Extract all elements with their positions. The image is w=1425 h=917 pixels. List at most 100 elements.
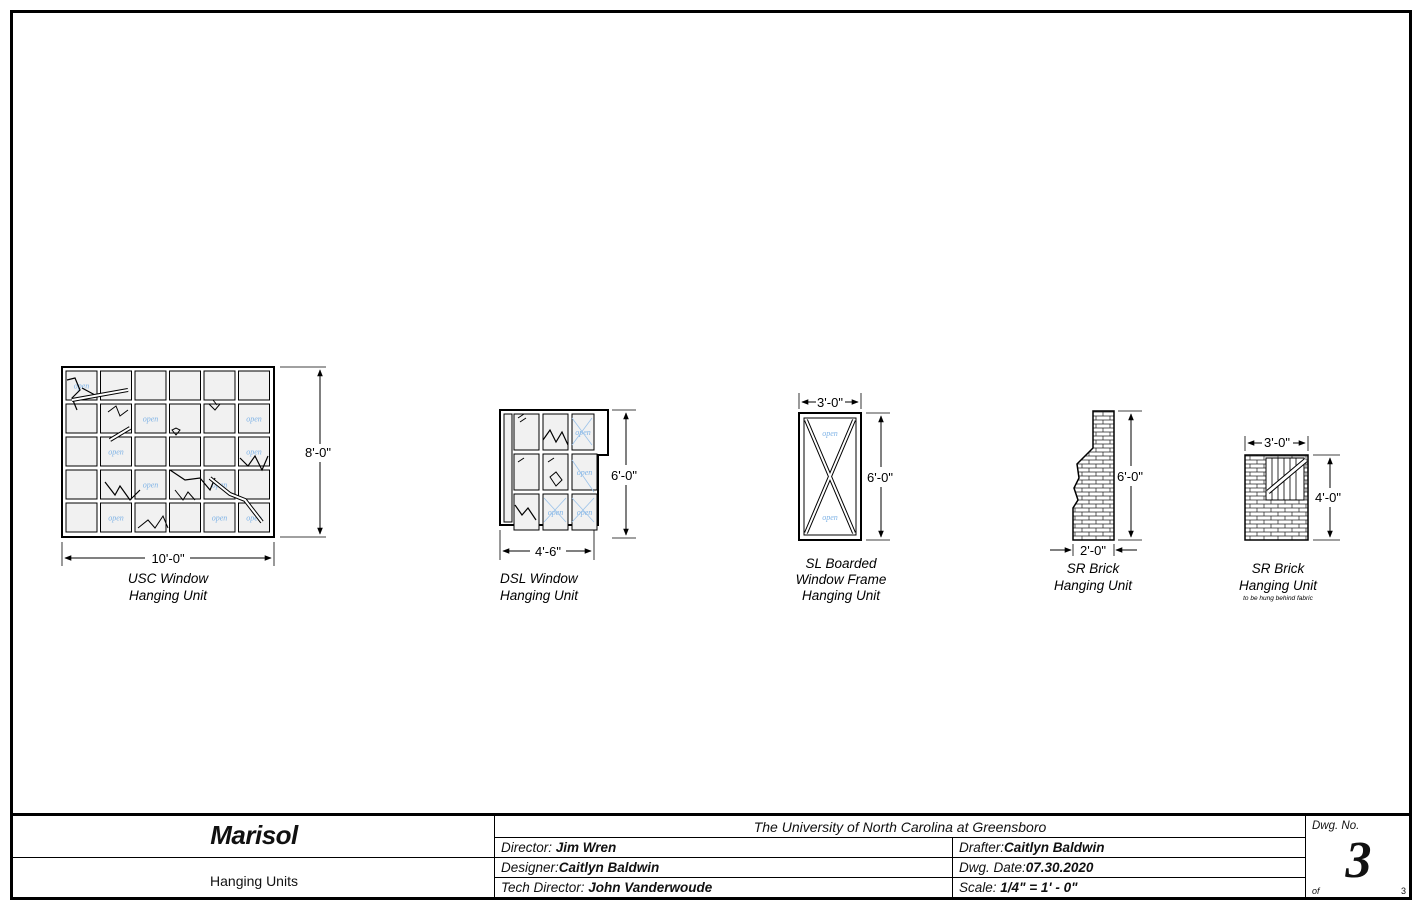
window-pane xyxy=(542,413,569,451)
window-pane xyxy=(169,370,201,401)
window-pane xyxy=(203,370,236,401)
title-divider xyxy=(13,857,495,858)
sl-frame-open-top: open xyxy=(822,429,838,438)
sr-brick-narrow-unit xyxy=(1050,410,1142,556)
sl-frame-label-line2: Window Frame xyxy=(796,572,887,587)
institution-name: The University of North Carolina at Gree… xyxy=(753,819,1047,835)
usc-window-label-line1: USC Window xyxy=(128,571,209,586)
window-pane xyxy=(134,469,167,500)
window-pane xyxy=(134,403,167,434)
window-pane xyxy=(503,413,513,523)
window-pane xyxy=(169,502,201,533)
sr-brick-narrow-width-dim: 2'-0" xyxy=(1080,543,1106,558)
credits-row-3: Tech Director: John Vanderwoude Scale: 1… xyxy=(495,877,1305,898)
tech-director-value: John Vanderwoude xyxy=(588,880,713,895)
director-value: Jim Wren xyxy=(555,840,617,855)
drafter-label: Drafter: xyxy=(959,840,1005,855)
title-block-credits: The University of North Carolina at Gree… xyxy=(495,816,1305,898)
drawing-number: 3 xyxy=(1345,832,1372,889)
sr-brick-wide-height-dim: 4'-0" xyxy=(1315,490,1341,505)
designer-cell: Designer:Caitlyn Baldwin xyxy=(495,858,952,878)
date-label: Dwg. Date: xyxy=(959,860,1026,875)
pane-open-label: open xyxy=(108,448,124,457)
drawing-sheet-border xyxy=(10,10,1412,900)
tech-director-cell: Tech Director: John Vanderwoude xyxy=(495,878,952,898)
date-value: 07.30.2020 xyxy=(1025,860,1094,875)
sl-frame-width-dim: 3'-0" xyxy=(817,395,843,410)
window-pane xyxy=(134,370,167,401)
show-title: Marisol xyxy=(210,820,298,850)
drafter-value: Caitlyn Baldwin xyxy=(1004,840,1105,855)
date-cell: Dwg. Date:07.30.2020 xyxy=(952,858,1305,878)
dsl-window-width-dim: 4'-6" xyxy=(535,544,561,559)
usc-window-label-line2: Hanging Unit xyxy=(129,588,208,603)
total-drawings: 3 xyxy=(1400,886,1406,896)
window-pane xyxy=(65,436,98,467)
pane-open-label: open xyxy=(246,448,262,457)
window-pane xyxy=(203,436,236,467)
window-pane xyxy=(203,403,236,434)
usc-window-width-dim: 10'-0" xyxy=(151,551,185,566)
sl-frame-label-line1: SL Boarded xyxy=(805,556,877,571)
window-pane xyxy=(238,502,270,533)
drafter-cell: Drafter:Caitlyn Baldwin xyxy=(952,838,1305,858)
window-pane xyxy=(100,502,132,533)
sl-boarded-frame-unit xyxy=(798,393,890,541)
sl-frame-height-dim: 6'-0" xyxy=(867,470,893,485)
window-pane xyxy=(134,502,167,533)
window-pane xyxy=(238,403,270,434)
drawing-number-box: Dwg. No. 3 of 3 xyxy=(1305,816,1410,898)
sr-brick-wide-width-dim: 3'-0" xyxy=(1264,435,1290,450)
title-block-show-section: Marisol Hanging Units xyxy=(13,816,495,898)
sr-brick-wide-label-line2: Hanging Unit xyxy=(1239,578,1318,593)
designer-value: Caitlyn Baldwin xyxy=(558,860,660,875)
window-pane xyxy=(65,403,98,434)
pane-open-label: open xyxy=(108,514,124,523)
of-label: of xyxy=(1312,886,1320,896)
credits-row-2: Designer:Caitlyn Baldwin Dwg. Date:07.30… xyxy=(495,857,1305,878)
designer-label: Designer: xyxy=(501,860,559,875)
sheet-title: Hanging Units xyxy=(210,873,298,889)
tech-director-label: Tech Director: xyxy=(501,880,585,895)
window-pane xyxy=(238,370,270,401)
window-pane xyxy=(169,469,201,500)
sr-brick-narrow-label-line2: Hanging Unit xyxy=(1054,578,1133,593)
pane-open-label: open xyxy=(143,481,159,490)
window-pane xyxy=(134,436,167,467)
drawing-number-label: Dwg. No. xyxy=(1312,820,1360,832)
sr-brick-narrow-label-line1: SR Brick xyxy=(1067,561,1121,576)
window-pane xyxy=(169,436,201,467)
pane-open-label: open xyxy=(74,382,90,391)
dsl-window-height-dim: 6'-0" xyxy=(611,468,637,483)
usc-window-height-dim: 8'-0" xyxy=(305,445,331,460)
scale-value: 1/4" = 1' - 0" xyxy=(1000,880,1078,895)
window-pane xyxy=(513,413,540,451)
window-pane xyxy=(513,453,540,491)
sr-brick-narrow-height-dim: 6'-0" xyxy=(1117,469,1143,484)
pane-open-label: open xyxy=(212,514,228,523)
dsl-window-label-line1: DSL Window xyxy=(500,571,579,586)
pane-open-label: open xyxy=(143,415,159,424)
dsl-window-label-line2: Hanging Unit xyxy=(500,588,579,603)
window-pane xyxy=(65,469,98,500)
window-pane xyxy=(203,502,236,533)
director-label: Director: xyxy=(501,840,553,855)
credits-row-1: Director: Jim Wren Drafter:Caitlyn Baldw… xyxy=(495,837,1305,858)
pane-open-label: open xyxy=(548,508,564,517)
pane-open-label: open xyxy=(246,514,262,523)
sl-frame-open-bottom: open xyxy=(822,513,838,522)
scale-label: Scale: xyxy=(959,880,997,895)
director-cell: Director: Jim Wren xyxy=(495,838,952,858)
sr-brick-wide-unit xyxy=(1244,436,1340,541)
window-pane xyxy=(238,469,270,500)
window-pane xyxy=(571,453,598,491)
window-pane xyxy=(100,436,132,467)
sl-frame-label-line3: Hanging Unit xyxy=(802,588,881,603)
title-block: Marisol Hanging Units The University of … xyxy=(13,813,1410,898)
window-pane xyxy=(65,502,98,533)
window-pane xyxy=(513,493,540,531)
pane-open-label: open xyxy=(577,468,593,477)
